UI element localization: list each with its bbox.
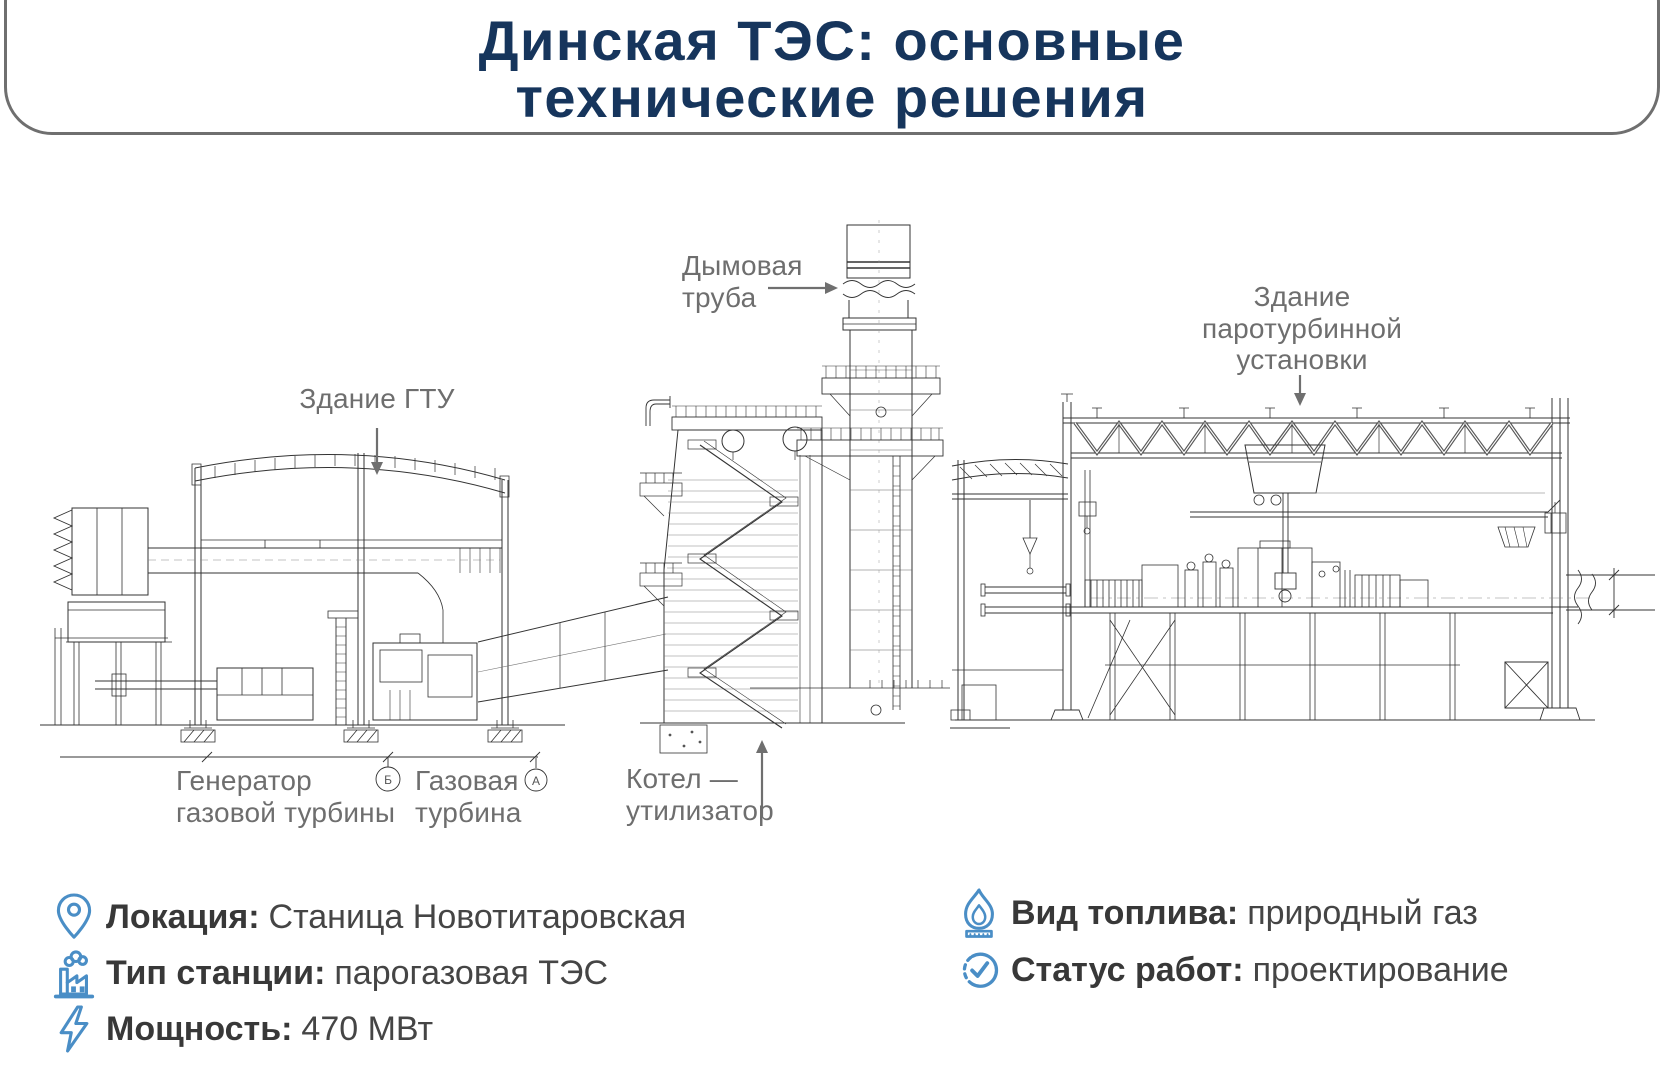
roof-truss	[1063, 407, 1570, 459]
gtu-generator	[95, 667, 314, 721]
fact-location-text: Локация:Станица Новотитаровская	[106, 898, 686, 937]
overhead-crane	[1190, 444, 1561, 603]
gtu-footings	[180, 720, 523, 743]
fact-location: Локация:Станица Новотитаровская	[50, 888, 686, 946]
fact-status-value: проектирование	[1252, 950, 1509, 989]
page-title-line1: Динская ТЭС: основные	[478, 9, 1186, 72]
fact-station-type-text: Тип станции:парогазовая ТЭС	[106, 954, 608, 993]
fact-fuel-label: Вид топлива:	[1011, 893, 1239, 932]
fact-power-value: 470 МВт	[301, 1009, 434, 1048]
fact-status-label: Статус работ:	[1011, 950, 1244, 989]
boiler-label-line2: утилизатор	[626, 794, 774, 826]
fact-status-text: Статус работ:проектирование	[1011, 951, 1509, 990]
page-title-line2: технические решения	[515, 66, 1149, 130]
turbine-deck-equipment	[1063, 540, 1593, 720]
fact-location-value: Станица Новотитаровская	[268, 897, 687, 936]
boiler-body	[639, 396, 905, 754]
lightning-icon	[50, 1000, 98, 1058]
gas-turbine-label: Газовая турбина	[415, 765, 522, 828]
generator-label-line1: Генератор	[176, 765, 312, 796]
boiler-label-line1: Котел —	[626, 763, 738, 794]
gtu-building-drawing: Б А	[40, 453, 669, 792]
gtu-building-label-text: Здание ГТУ	[299, 383, 455, 414]
fact-fuel-text: Вид топлива:природный газ	[1011, 894, 1478, 933]
generator-label-line2: газовой турбины	[176, 796, 396, 828]
gtu-building-label: Здание ГТУ	[277, 383, 477, 415]
check-circle-icon	[955, 941, 1003, 999]
location-pin-icon	[50, 888, 98, 946]
boiler-arrow	[756, 740, 768, 816]
fact-power-label: Мощность:	[106, 1009, 293, 1048]
stp-building-arrow	[1294, 375, 1306, 406]
axis-label-b: Б	[384, 773, 392, 787]
factory-icon	[50, 944, 98, 1002]
fact-station-type: Тип станции:парогазовая ТЭС	[50, 944, 608, 1002]
fact-power-text: Мощность:470 МВт	[106, 1010, 433, 1049]
fact-fuel-value: природный газ	[1247, 893, 1478, 932]
annex-bay	[951, 458, 1071, 721]
header-box	[4, 0, 1660, 135]
fact-fuel: Вид топлива:природный газ	[955, 884, 1478, 942]
chimney-arrow	[768, 282, 838, 294]
gas-turbine-label-line2: турбина	[415, 796, 522, 828]
gtu-gas-turbine	[372, 633, 478, 721]
gtu-air-intake	[52, 507, 172, 725]
gas-turbine-label-line1: Газовая	[415, 765, 519, 796]
chimney-label-line1: Дымовая	[682, 250, 803, 281]
stp-building-label: Здание паротурбинной установки	[1177, 281, 1427, 376]
technical-drawings: Б А	[40, 220, 1655, 816]
axis-label-a: А	[532, 774, 540, 788]
stp-label-line1: Здание	[1253, 281, 1351, 312]
gtu-roof-truss	[191, 454, 510, 498]
gtu-dimension-line	[60, 751, 548, 792]
fact-station-type-value: парогазовая ТЭС	[334, 953, 609, 992]
chimney-label: Дымовая труба	[682, 250, 803, 313]
fact-station-type-label: Тип станции:	[106, 953, 326, 992]
steam-turbine-hall-drawing	[950, 393, 1655, 729]
fact-location-label: Локация:	[106, 897, 260, 936]
gtu-building-arrow	[371, 428, 383, 475]
gas-flame-icon	[955, 884, 1003, 942]
section-break	[1553, 568, 1655, 625]
page-title: Динская ТЭС: основные технические решени…	[0, 12, 1664, 126]
hrsg-boiler-drawing	[639, 220, 950, 754]
stp-label-line2: паротурбинной	[1201, 312, 1403, 344]
fact-power: Мощность:470 МВт	[50, 1000, 433, 1058]
boiler-label: Котел — утилизатор	[626, 763, 774, 826]
chimney	[750, 220, 950, 716]
stp-label-line3: установки	[1236, 344, 1368, 376]
chimney-label-line2: труба	[682, 281, 757, 313]
generator-label: Генератор газовой турбины	[176, 765, 395, 828]
fact-status: Статус работ:проектирование	[955, 941, 1509, 999]
